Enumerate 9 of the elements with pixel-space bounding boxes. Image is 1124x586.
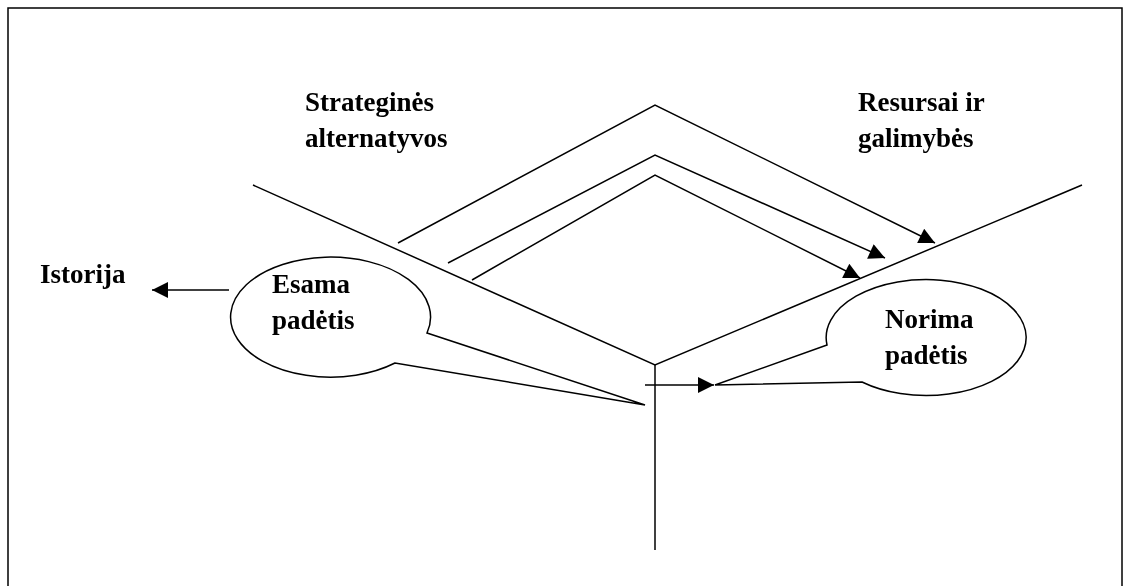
callout-text: Esama padėtis [272,268,356,338]
node-label: Istorija [40,256,150,292]
arrow [151,282,230,298]
callout-bubble [228,256,648,408]
heading-label: Strateginės alternatyvos [305,86,449,156]
arrow [644,377,715,393]
callout-bubble [713,277,1027,397]
callout-text: Norima padėtis [885,303,975,373]
heading-label: Resursai ir galimybės [858,86,986,156]
